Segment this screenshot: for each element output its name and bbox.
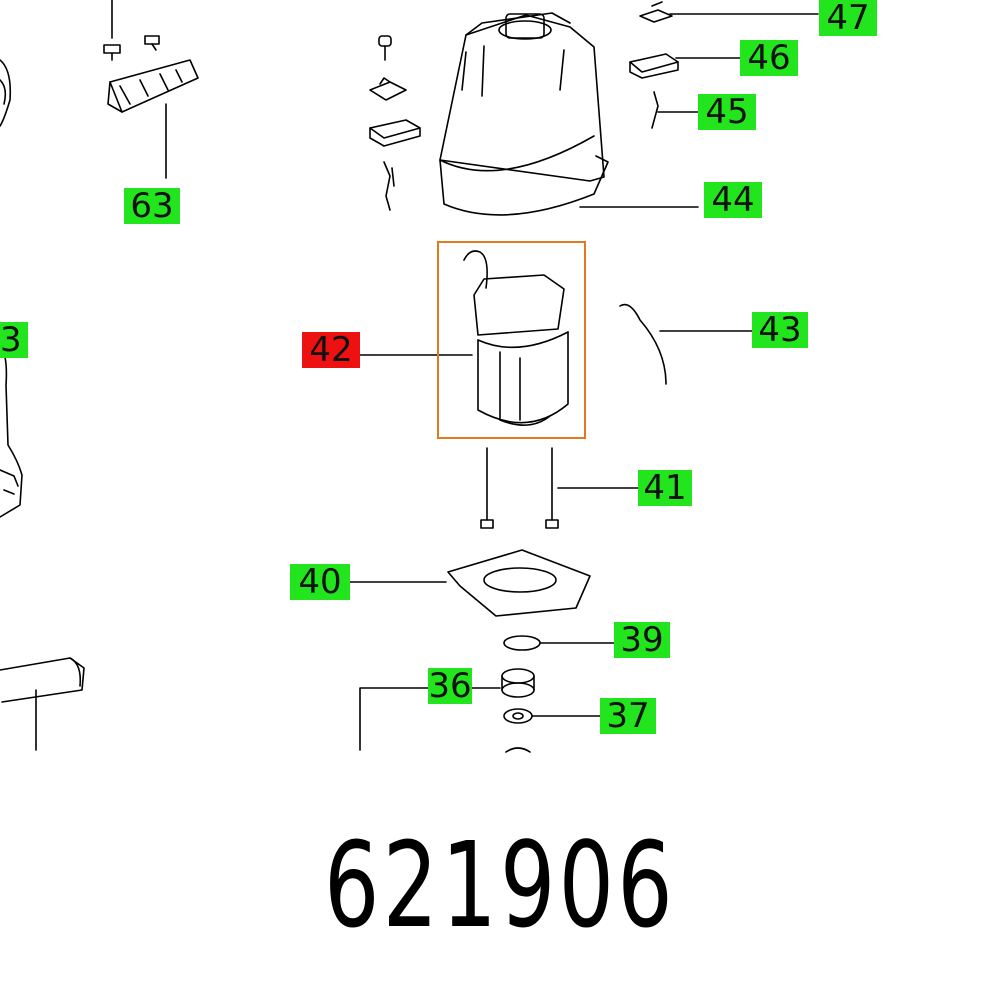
part-73-bracket: [0, 344, 23, 518]
part-44-motor-housing: [439, 12, 699, 216]
part-46: [629, 53, 741, 79]
callout-37: 37: [600, 698, 656, 734]
part-39-ring: [503, 635, 615, 651]
part-63-clip: [107, 59, 199, 179]
tube-part-left: [0, 657, 85, 751]
part-41-screws: [480, 447, 641, 529]
highlighted-part-frame: [437, 241, 586, 439]
callout-73: 73: [0, 322, 28, 358]
callout-40: 40: [290, 564, 350, 600]
callout-63: 63: [124, 188, 180, 224]
brush-block: [369, 119, 421, 147]
callout-46: 46: [740, 40, 798, 76]
part-40-plate: [349, 549, 591, 617]
callout-36: 36: [428, 666, 472, 706]
callout-44: 44: [704, 182, 762, 218]
callout-41: 41: [638, 470, 692, 506]
cable-clip: [383, 161, 395, 211]
part-number: 621906: [324, 816, 676, 954]
callout-43: 43: [752, 312, 808, 348]
part-47: [639, 1, 819, 23]
part-42-stator: [357, 250, 569, 426]
screw-pair: [103, 0, 160, 61]
callout-42-highlighted: 42: [302, 332, 360, 368]
part-45: [651, 91, 699, 129]
partial-handle-left: [0, 59, 12, 127]
small-screw: [378, 35, 392, 61]
exploded-parts-diagram: [0, 0, 819, 753]
part-43-wire: [619, 303, 753, 385]
callout-47: 47: [819, 0, 877, 36]
part-37-bearing: [503, 708, 601, 753]
callout-45: 45: [698, 94, 756, 130]
brush-holder-small: [369, 77, 407, 101]
callout-39: 39: [614, 622, 670, 658]
